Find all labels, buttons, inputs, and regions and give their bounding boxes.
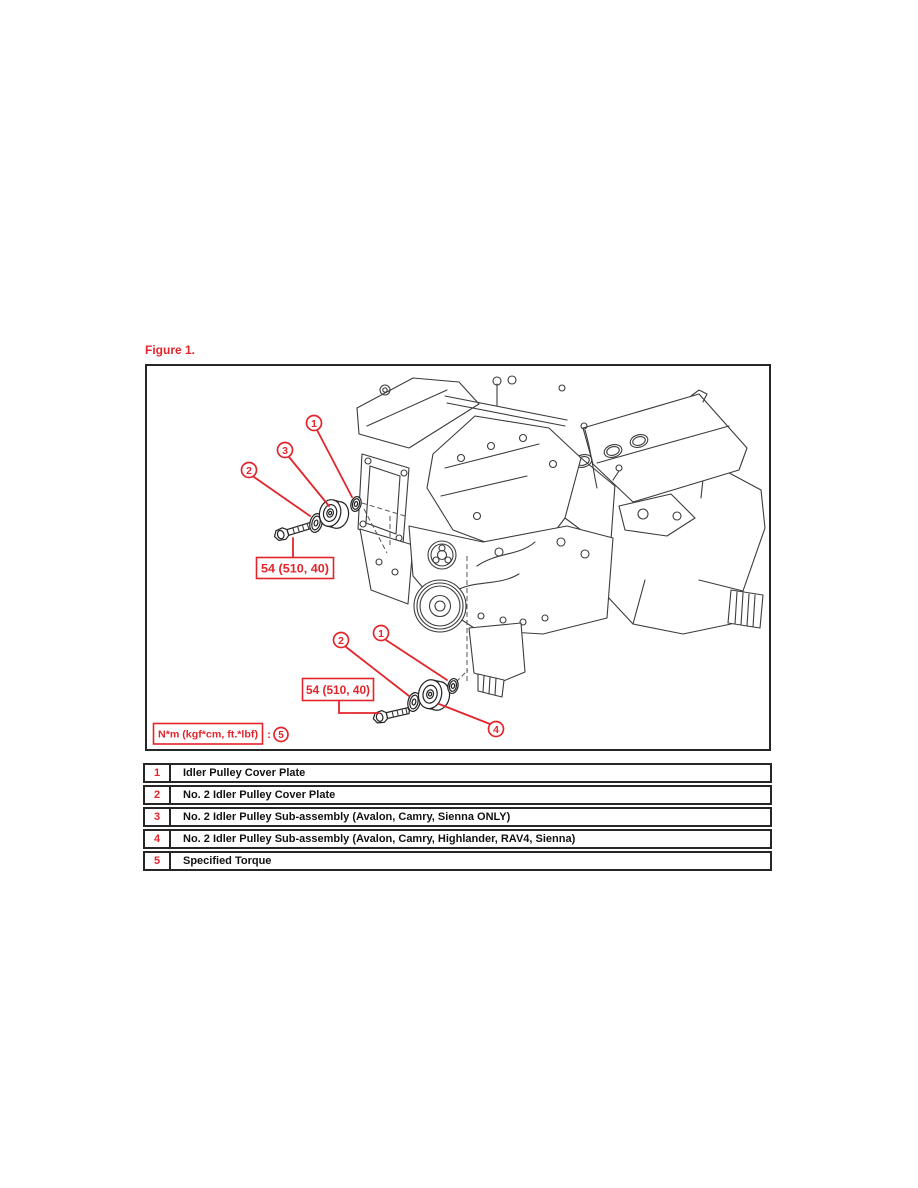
torque-units-separator: : [267,729,271,741]
legend-row-description: Specified Torque [183,855,272,867]
callout-3-upper-label: 3 [282,445,288,457]
upper-pulley-3 [318,499,350,529]
lower-washer-2 [407,692,421,712]
callout-overlay: 54 (510, 40) 54 (510, 40) N*m (kgf*cm, f… [152,414,505,745]
callout-4-lower-circle [487,720,505,738]
table-row: 4 No. 2 Idler Pulley Sub-assembly (Avalo… [143,829,772,849]
engine-line-art [356,375,766,698]
lower-washer-1 [447,677,459,695]
torque-units-box [152,722,264,745]
callout-1-upper-label: 1 [311,418,317,430]
callout-2-lower-label: 2 [338,635,344,647]
callout-2-lower-circle [332,631,350,649]
engine-diagram: 54 (510, 40) 54 (510, 40) N*m (kgf*cm, f… [152,375,766,745]
legend-row-description: No. 2 Idler Pulley Sub-assembly (Avalon,… [183,833,576,845]
legend-row-number: 3 [145,809,171,825]
lower-bolt [372,707,410,724]
legend-table: 1 Idler Pulley Cover Plate 2 No. 2 Idler… [143,763,772,873]
torque-box-upper [255,556,335,580]
torque-box-lower [301,677,375,702]
table-row: 2 No. 2 Idler Pulley Cover Plate [143,785,772,805]
leader-lines-upper [253,429,353,558]
callout-5-label: 5 [278,730,284,741]
legend-row-description: No. 2 Idler Pulley Sub-assembly (Avalon,… [183,811,511,823]
legend-row-description: Idler Pulley Cover Plate [183,767,306,779]
leader-lines-lower [338,639,491,725]
legend-row-number: 4 [145,831,171,847]
callout-4-lower-label: 4 [493,724,499,736]
callout-1-lower-circle [372,624,390,642]
callout-1-lower-label: 1 [378,628,384,640]
upper-washer-1 [350,496,362,512]
torque-label-upper: 54 (510, 40) [261,564,329,576]
callout-2-upper-circle [240,461,258,479]
figure-caption: Figure 1. [145,343,196,357]
callout-3-upper-circle [276,441,294,459]
lower-idler-parts [372,677,459,724]
torque-label-lower: 54 (510, 40) [306,685,370,697]
legend-row-number: 1 [145,765,171,781]
table-row: 1 Idler Pulley Cover Plate [143,763,772,783]
upper-idler-parts [273,496,362,542]
legend-row-number: 2 [145,787,171,803]
figure-frame: 54 (510, 40) 54 (510, 40) N*m (kgf*cm, f… [145,364,771,751]
torque-units-label: N*m (kgf*cm, ft.*lbf) [158,730,258,741]
legend-row-number: 5 [145,853,171,869]
callout-5-circle [273,726,289,743]
legend-row-description: No. 2 Idler Pulley Cover Plate [183,789,336,801]
table-row: 3 No. 2 Idler Pulley Sub-assembly (Avalo… [143,807,772,827]
callout-1-upper-circle [305,414,323,432]
table-row: 5 Specified Torque [143,851,772,871]
callout-2-upper-label: 2 [246,465,252,477]
lower-pulley-4 [417,679,451,711]
upper-washer-2 [309,513,323,533]
